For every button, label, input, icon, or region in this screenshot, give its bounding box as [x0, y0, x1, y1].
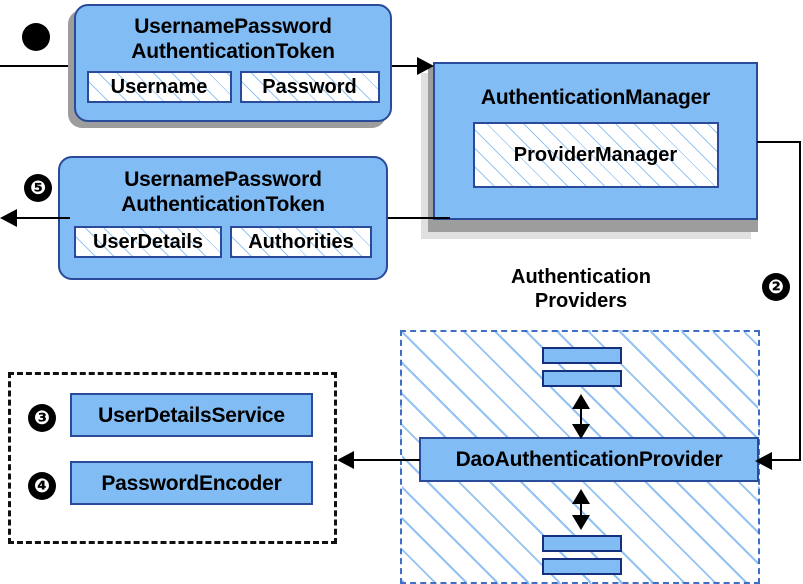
provider-bar-top-2	[542, 370, 622, 387]
request-token-field-username-label: Username	[110, 75, 208, 98]
provider-manager-label: ProviderManager	[513, 143, 678, 166]
provider-link-top-arrow-up-icon	[572, 394, 590, 409]
password-encoder-title: PasswordEncoder	[101, 471, 282, 495]
token-to-manager-line	[392, 65, 424, 67]
response-token-title-line1: UsernamePassword	[124, 168, 322, 191]
user-details-service-box: UserDetailsService	[70, 393, 313, 437]
response-token-fields: UserDetails Authorities	[60, 226, 386, 258]
authentication-manager-box: AuthenticationManager ProviderManager	[433, 62, 758, 220]
provider-to-dependencies-line	[352, 459, 420, 461]
outgoing-response-arrow-icon	[0, 209, 17, 227]
request-token-box: UsernamePassword AuthenticationToken Use…	[74, 4, 392, 122]
response-token-field-authorities-label: Authorities	[248, 230, 354, 253]
request-token-field-username: Username	[86, 71, 232, 103]
step-badge-5-label: ❺	[29, 177, 47, 199]
provider-link-bottom-arrow-down-icon	[572, 515, 590, 530]
provider-link-top-arrow-down-icon	[572, 424, 590, 439]
provider-link-bottom-arrow-up-icon	[572, 489, 590, 504]
incoming-request-line	[0, 65, 68, 67]
provider-bar-top-1	[542, 347, 622, 364]
user-details-service-title: UserDetailsService	[98, 403, 285, 427]
authentication-manager-title: AuthenticationManager	[480, 86, 711, 109]
manager-to-provider-line-bottom	[770, 459, 801, 461]
response-token-field-authorities: Authorities	[230, 226, 372, 258]
response-token-field-userdetails-label: UserDetails	[92, 230, 204, 253]
authentication-providers-label: Authentication Providers	[456, 265, 706, 313]
provider-link-bottom-line	[580, 495, 582, 519]
provider-manager-box: ProviderManager	[472, 122, 719, 188]
step-badge-4: ❹	[28, 472, 56, 500]
manager-to-response-line	[388, 217, 450, 219]
dao-authentication-provider-box: DaoAuthenticationProvider	[419, 437, 759, 482]
step-badge-1: ❶	[22, 23, 50, 51]
step-badge-2-label: ❷	[767, 276, 785, 298]
request-token-field-password-label: Password	[262, 75, 357, 98]
response-token-box: UsernamePassword AuthenticationToken Use…	[58, 156, 388, 280]
manager-to-provider-line-vertical	[799, 141, 801, 461]
dao-authentication-provider-title: DaoAuthenticationProvider	[455, 448, 723, 471]
provider-bar-bottom-1	[542, 535, 622, 552]
password-encoder-box: PasswordEncoder	[70, 461, 313, 505]
manager-to-provider-arrow-icon	[755, 452, 772, 470]
outgoing-response-line	[8, 217, 70, 219]
authentication-providers-label-line1: Authentication	[511, 266, 651, 288]
request-token-fields: Username Password	[76, 71, 390, 103]
response-token-title-line2: AuthenticationToken	[121, 193, 325, 216]
step-badge-3-label: ❸	[33, 407, 51, 429]
provider-link-top-line	[580, 400, 582, 428]
response-token-title: UsernamePassword AuthenticationToken	[60, 167, 386, 217]
provider-to-dependencies-arrow-icon	[337, 451, 354, 469]
authentication-providers-label-line2: Providers	[534, 290, 628, 312]
request-token-title-line1: UsernamePassword	[134, 15, 332, 38]
response-token-field-userdetails: UserDetails	[74, 226, 222, 258]
request-token-title-line2: AuthenticationToken	[131, 40, 335, 63]
request-token-title: UsernamePassword AuthenticationToken	[76, 14, 390, 64]
step-badge-4-label: ❹	[33, 475, 51, 497]
step-badge-5: ❺	[24, 174, 52, 202]
request-token-field-password: Password	[239, 71, 380, 103]
provider-bar-bottom-2	[542, 558, 622, 575]
step-badge-2: ❷	[762, 273, 790, 301]
step-badge-3: ❸	[28, 404, 56, 432]
manager-to-provider-line-top	[757, 141, 801, 143]
token-to-manager-arrow-icon	[417, 57, 434, 75]
